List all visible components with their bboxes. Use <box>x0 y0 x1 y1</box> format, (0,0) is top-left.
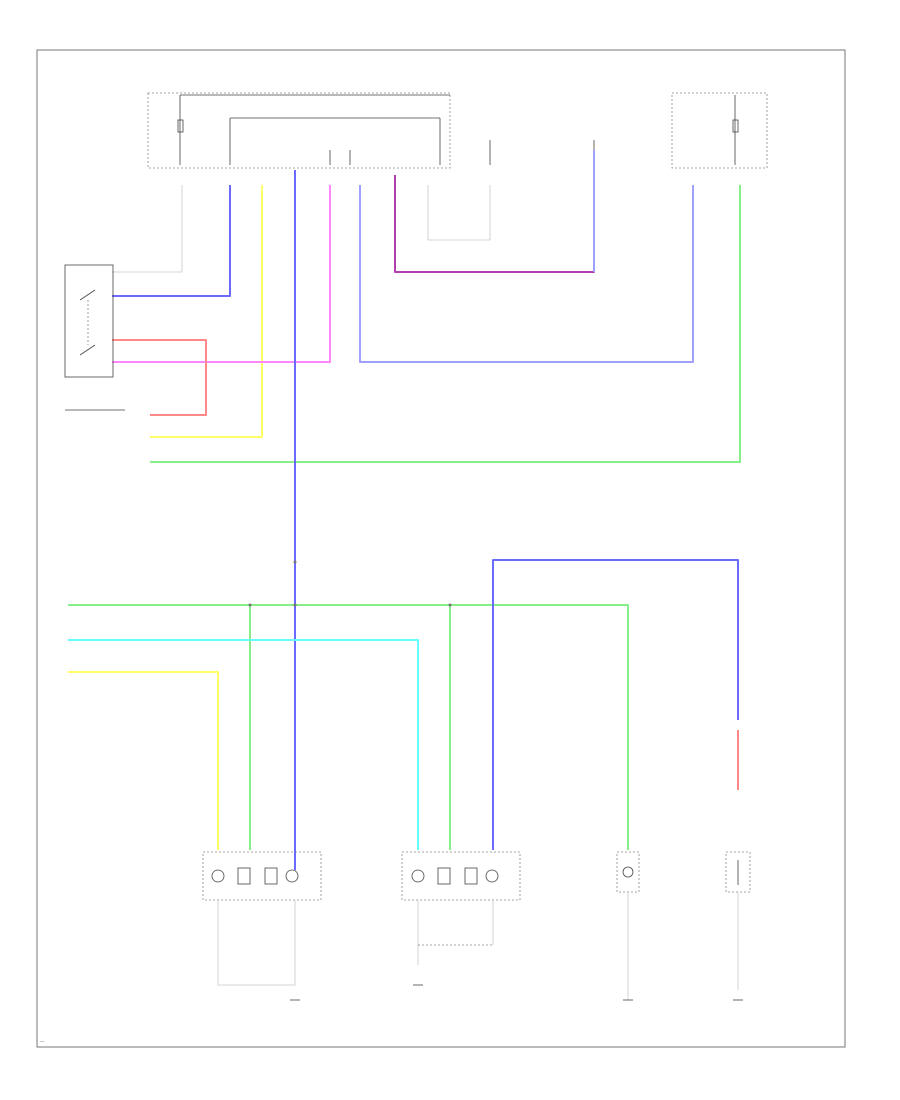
wire-blue-switch <box>112 185 231 297</box>
wire-red-a <box>112 339 207 416</box>
sensor-module-top-right <box>671 92 768 169</box>
wire-lavender-right <box>359 185 694 363</box>
switch-assembly <box>64 264 114 378</box>
wire-cyan <box>68 639 419 850</box>
wire-green-right <box>150 185 741 463</box>
right-switch <box>725 851 751 893</box>
footer-label: — <box>40 1040 45 1045</box>
wire-blue-right-lower <box>492 559 739 850</box>
wire-yellow-top <box>150 185 263 438</box>
wire-black-ground <box>427 185 491 241</box>
wire-pink <box>112 185 331 363</box>
ground-stubs-top <box>489 140 595 165</box>
wire-green-bus <box>68 604 629 850</box>
wire-purple <box>394 175 595 273</box>
lamp-assembly-right <box>401 851 521 901</box>
wire-gray-switch <box>112 185 183 273</box>
lamp-assembly-left <box>202 851 322 901</box>
body-control-module <box>147 92 451 169</box>
ground-wires-bottom <box>217 892 743 1001</box>
splice-points <box>248 560 452 607</box>
wire-yellow-lower <box>68 671 219 850</box>
diagram-frame <box>36 49 846 1048</box>
small-lamp <box>616 851 640 893</box>
